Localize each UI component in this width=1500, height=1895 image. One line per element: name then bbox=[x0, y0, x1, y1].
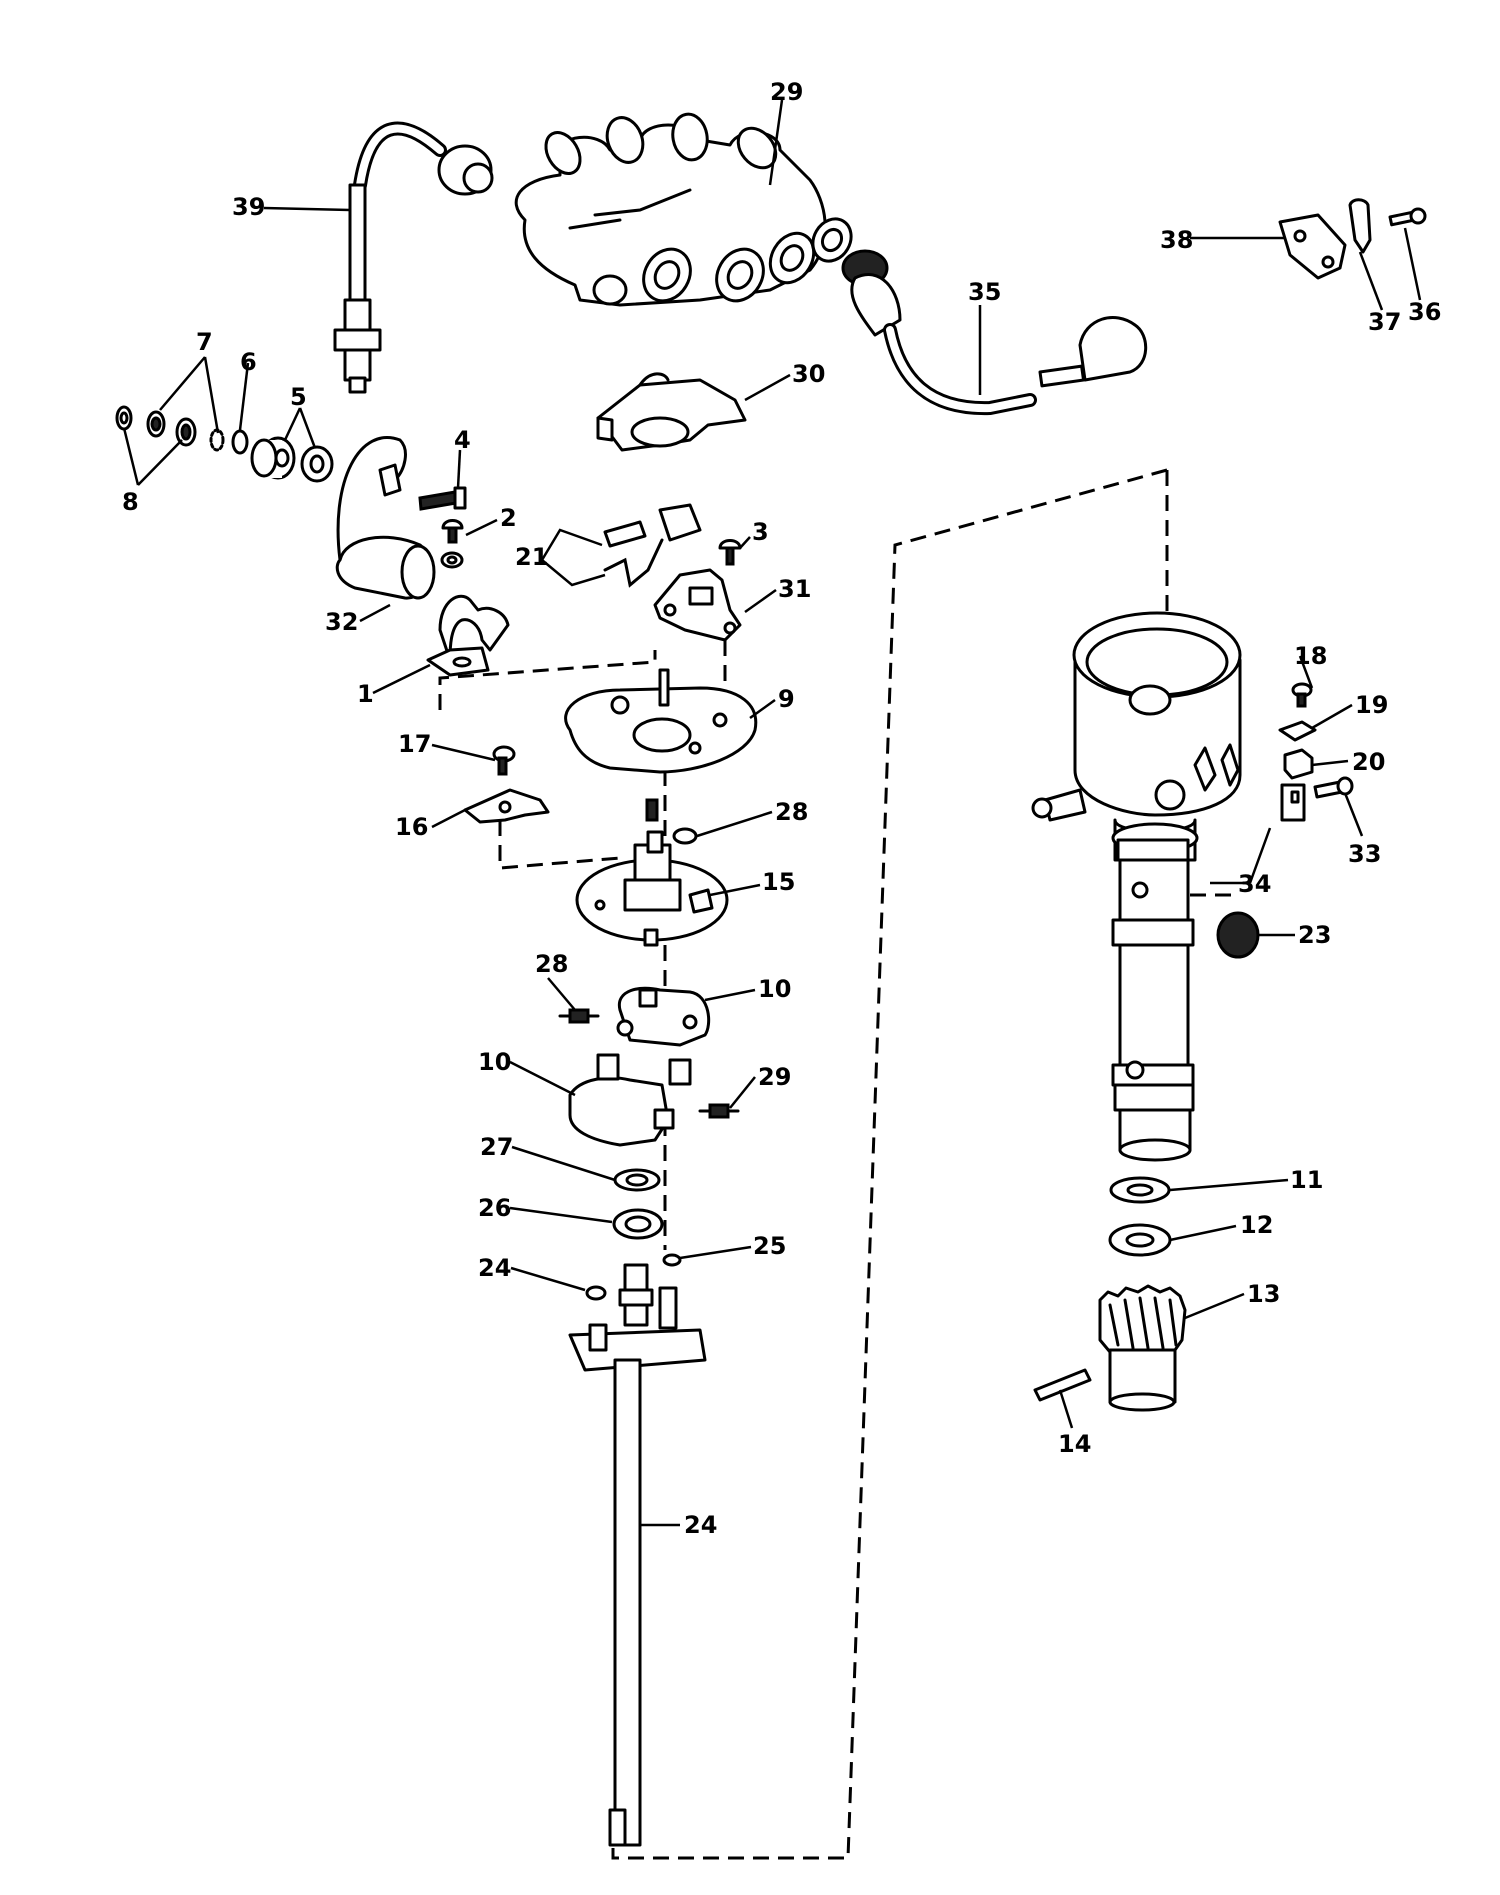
part-10-weight-upper bbox=[616, 986, 711, 1047]
callout-13: 13 bbox=[1247, 1280, 1280, 1308]
callout-5: 5 bbox=[290, 383, 307, 411]
callout-10-lower: 10 bbox=[478, 1048, 511, 1076]
callout-8: 8 bbox=[122, 488, 139, 516]
callout-32: 32 bbox=[325, 608, 358, 636]
callout-4: 4 bbox=[454, 426, 471, 454]
callout-19: 19 bbox=[1355, 691, 1388, 719]
callout-18: 18 bbox=[1294, 642, 1327, 670]
parts-24-26-washers bbox=[585, 1168, 682, 1301]
part-4-screw bbox=[418, 486, 467, 511]
callout-2: 2 bbox=[500, 504, 517, 532]
callout-25: 26 bbox=[478, 1194, 511, 1222]
callout-16: 16 bbox=[395, 813, 428, 841]
part-28-springs bbox=[558, 1008, 740, 1119]
parts-5-8-washers bbox=[115, 405, 334, 483]
part-2-screw-washer bbox=[440, 519, 464, 569]
callout-10-upper: 10 bbox=[758, 975, 791, 1003]
callout-31: 31 bbox=[778, 575, 811, 603]
part-22-plug bbox=[1216, 911, 1260, 959]
parts-11-12-washers bbox=[1108, 1176, 1172, 1257]
callout-23: 24 bbox=[684, 1511, 717, 1539]
callout-35: 35 bbox=[968, 278, 1001, 306]
callout-12: 12 bbox=[1240, 1211, 1273, 1239]
callout-33: 33 bbox=[1348, 840, 1381, 868]
callout-11: 11 bbox=[1290, 1166, 1323, 1194]
part-9-breaker-plate bbox=[564, 668, 758, 774]
parts-18-20-33-34-hardware bbox=[1278, 682, 1354, 822]
part-27-spring bbox=[645, 798, 698, 845]
callout-17: 17 bbox=[398, 730, 431, 758]
part-16-17-plate-screw bbox=[463, 745, 550, 824]
callout-29: 29 bbox=[770, 78, 803, 106]
callout-38: 38 bbox=[1160, 226, 1193, 254]
callout-21: 21 bbox=[515, 543, 548, 571]
callout-36: 36 bbox=[1408, 298, 1441, 326]
callout-27: 28 bbox=[775, 798, 808, 826]
callout-24-right: 25 bbox=[753, 1232, 786, 1260]
callout-15: 15 bbox=[762, 868, 795, 896]
callout-34: 34 bbox=[1238, 870, 1271, 898]
callout-28-lower: 29 bbox=[758, 1063, 791, 1091]
part-3-screw bbox=[718, 539, 742, 566]
part-30-rotor bbox=[596, 372, 747, 452]
callout-28-upper: 28 bbox=[535, 950, 568, 978]
callout-30: 30 bbox=[792, 360, 825, 388]
part-29-distributor-cap bbox=[514, 112, 853, 307]
leader-lines bbox=[122, 99, 1422, 1527]
part-14-pin bbox=[1033, 1368, 1092, 1402]
callout-1: 1 bbox=[357, 680, 374, 708]
callout-24-left: 24 bbox=[478, 1254, 511, 1282]
callout-7: 7 bbox=[196, 328, 213, 356]
part-21-points-leads bbox=[603, 503, 702, 588]
part-35-high-tension-wire bbox=[841, 249, 1148, 416]
callout-14: 14 bbox=[1058, 1430, 1091, 1458]
part-10-weight-lower bbox=[568, 1053, 692, 1147]
callout-20: 20 bbox=[1352, 748, 1385, 776]
callout-39: 39 bbox=[232, 193, 265, 221]
part-39-coil-wire bbox=[333, 121, 494, 394]
callout-22: 23 bbox=[1298, 921, 1331, 949]
part-13-drive-gear bbox=[1098, 1284, 1187, 1412]
parts-36-38-brackets bbox=[1278, 198, 1427, 280]
callout-3: 3 bbox=[752, 518, 769, 546]
callout-9: 9 bbox=[778, 685, 795, 713]
part-23-main-shaft bbox=[568, 1263, 707, 1847]
callout-6: 6 bbox=[240, 348, 257, 376]
part-31-breaker-points bbox=[653, 568, 742, 642]
callout-labels: 39 29 38 37 36 35 30 7 6 5 8 4 2 21 3 31… bbox=[122, 78, 1441, 1539]
part-1-clamp bbox=[426, 594, 510, 677]
part-15-advance-cam bbox=[575, 830, 729, 947]
callout-37: 37 bbox=[1368, 308, 1401, 336]
part-32-condenser bbox=[335, 436, 436, 600]
callout-26: 27 bbox=[480, 1133, 513, 1161]
distributor-housing bbox=[1031, 611, 1242, 1162]
